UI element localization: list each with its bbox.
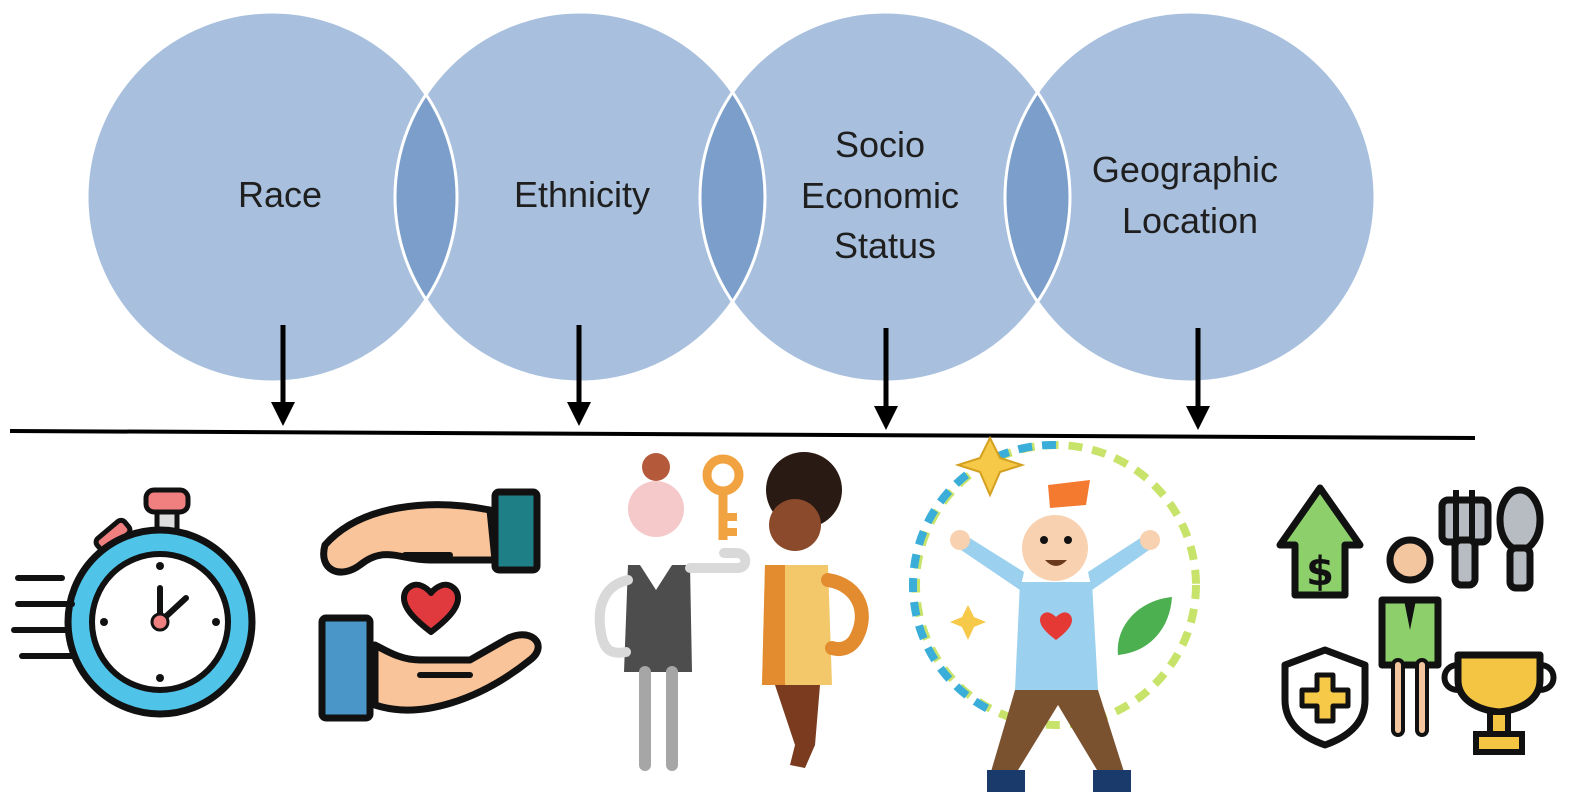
- baseline: [9, 429, 1476, 440]
- circle-race: [87, 12, 457, 382]
- label-geographic-location: Geographic Location: [1092, 149, 1288, 241]
- circle-geographic-location: [1005, 12, 1375, 382]
- arrows: [271, 325, 1210, 430]
- caring-hands-heart-icon: [318, 488, 542, 722]
- label-socio-economic-status: Socio Economic Status: [801, 124, 969, 266]
- arrow-ethnicity: [567, 325, 591, 426]
- stopwatch-icon: [11, 487, 256, 718]
- happy-person-icon: [908, 435, 1200, 792]
- arrow-race: [271, 325, 295, 426]
- label-ethnicity: Ethnicity: [514, 174, 650, 215]
- circle-socio-economic-status: [700, 12, 1070, 382]
- two-people-key-icon: [594, 452, 869, 771]
- label-race: Race: [238, 174, 322, 215]
- venn-circles: [85, 10, 1377, 384]
- arrow-geo: [1186, 328, 1210, 430]
- circle-labels: Race Ethnicity Socio Economic Status Geo…: [238, 124, 1288, 266]
- circle-ethnicity: [395, 12, 765, 382]
- wellbeing-factors-icon: $: [1276, 484, 1557, 755]
- svg-text:$: $: [1306, 549, 1334, 595]
- arrow-ses: [874, 328, 898, 430]
